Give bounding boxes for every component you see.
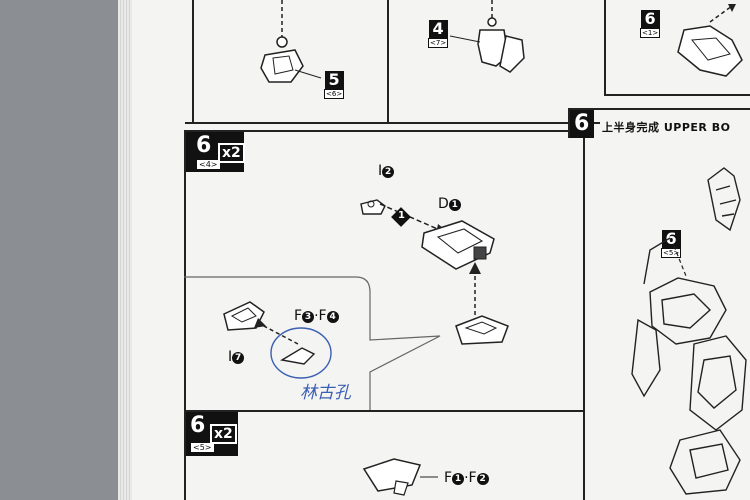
separator: · xyxy=(464,470,469,486)
part-number-dot: 2 xyxy=(476,473,489,485)
shoulder-part-drawing xyxy=(260,0,322,83)
part-number-dot: 7 xyxy=(232,352,245,364)
assembly-arrow xyxy=(469,262,481,322)
part-letter: I xyxy=(378,163,383,179)
step-sub: <6> xyxy=(324,89,345,99)
step-sub: <1> xyxy=(640,28,661,38)
divider xyxy=(570,108,750,110)
divider xyxy=(185,122,390,124)
part-number-dot: 4 xyxy=(326,311,339,323)
assembly-arrow xyxy=(254,318,299,345)
step-number: 6 xyxy=(574,111,590,136)
part-letter: I xyxy=(228,349,233,365)
step-sub: <5> xyxy=(661,248,682,258)
upper-body-robot-drawing xyxy=(631,167,747,495)
step-5-marker: 5 <6> xyxy=(324,71,345,99)
part-letter: F xyxy=(318,308,327,324)
step-number: 5 xyxy=(324,71,344,89)
handwritten-note: 林古孔 xyxy=(300,383,351,403)
part-number-dot: 1 xyxy=(448,199,461,211)
divider xyxy=(583,130,585,500)
step-number: 6 xyxy=(661,230,681,248)
divider xyxy=(568,108,570,138)
step-4-marker: 4 <7> xyxy=(428,20,449,48)
paper-stack-edge xyxy=(118,0,132,500)
step-sub: <4> xyxy=(196,159,221,170)
step-sub: <5> xyxy=(190,442,215,453)
divider xyxy=(606,94,750,96)
divider xyxy=(387,0,389,124)
armor-part-drawing xyxy=(677,4,743,77)
part-number-dot: 1 xyxy=(452,473,465,485)
step-number: 6 xyxy=(196,133,212,158)
panel-title: 上半身完成 UPPER BO xyxy=(602,121,731,134)
step-number: 4 xyxy=(428,20,448,38)
quantity-multiplier: x2 xyxy=(210,424,237,444)
part-i2-drawing xyxy=(360,199,386,215)
quantity-multiplier: x2 xyxy=(218,143,245,163)
divider xyxy=(185,130,570,132)
divider xyxy=(604,0,606,96)
part-letter: F xyxy=(444,470,453,486)
part-letter: D xyxy=(438,196,449,212)
part-d1-drawing xyxy=(421,220,495,270)
separator: · xyxy=(314,308,319,324)
part-base-drawing xyxy=(455,315,509,345)
divider xyxy=(192,0,194,124)
part-letter: F xyxy=(468,470,477,486)
divider xyxy=(184,130,186,500)
divider xyxy=(390,122,600,124)
part-letter: F xyxy=(294,308,303,324)
part-number-dot: 3 xyxy=(302,311,315,323)
divider xyxy=(185,410,584,412)
step-number: 6 xyxy=(640,10,660,28)
step-sub: <7> xyxy=(428,38,449,48)
part-number-dot: 2 xyxy=(382,166,395,178)
part-f3-f4-drawing xyxy=(280,347,316,365)
part-f1-f2-drawing xyxy=(362,458,438,496)
callout-bubble xyxy=(184,276,441,410)
step-6-panel-number xyxy=(570,110,594,138)
step-number: 6 xyxy=(190,413,206,438)
step-6-inner-marker: 6 <5> xyxy=(661,230,682,258)
torso-part-drawing xyxy=(449,0,525,73)
step-6-marker: 6 <1> xyxy=(640,10,661,38)
pen-circle-annotation xyxy=(270,327,332,379)
step-1-label: 1 xyxy=(398,210,405,221)
